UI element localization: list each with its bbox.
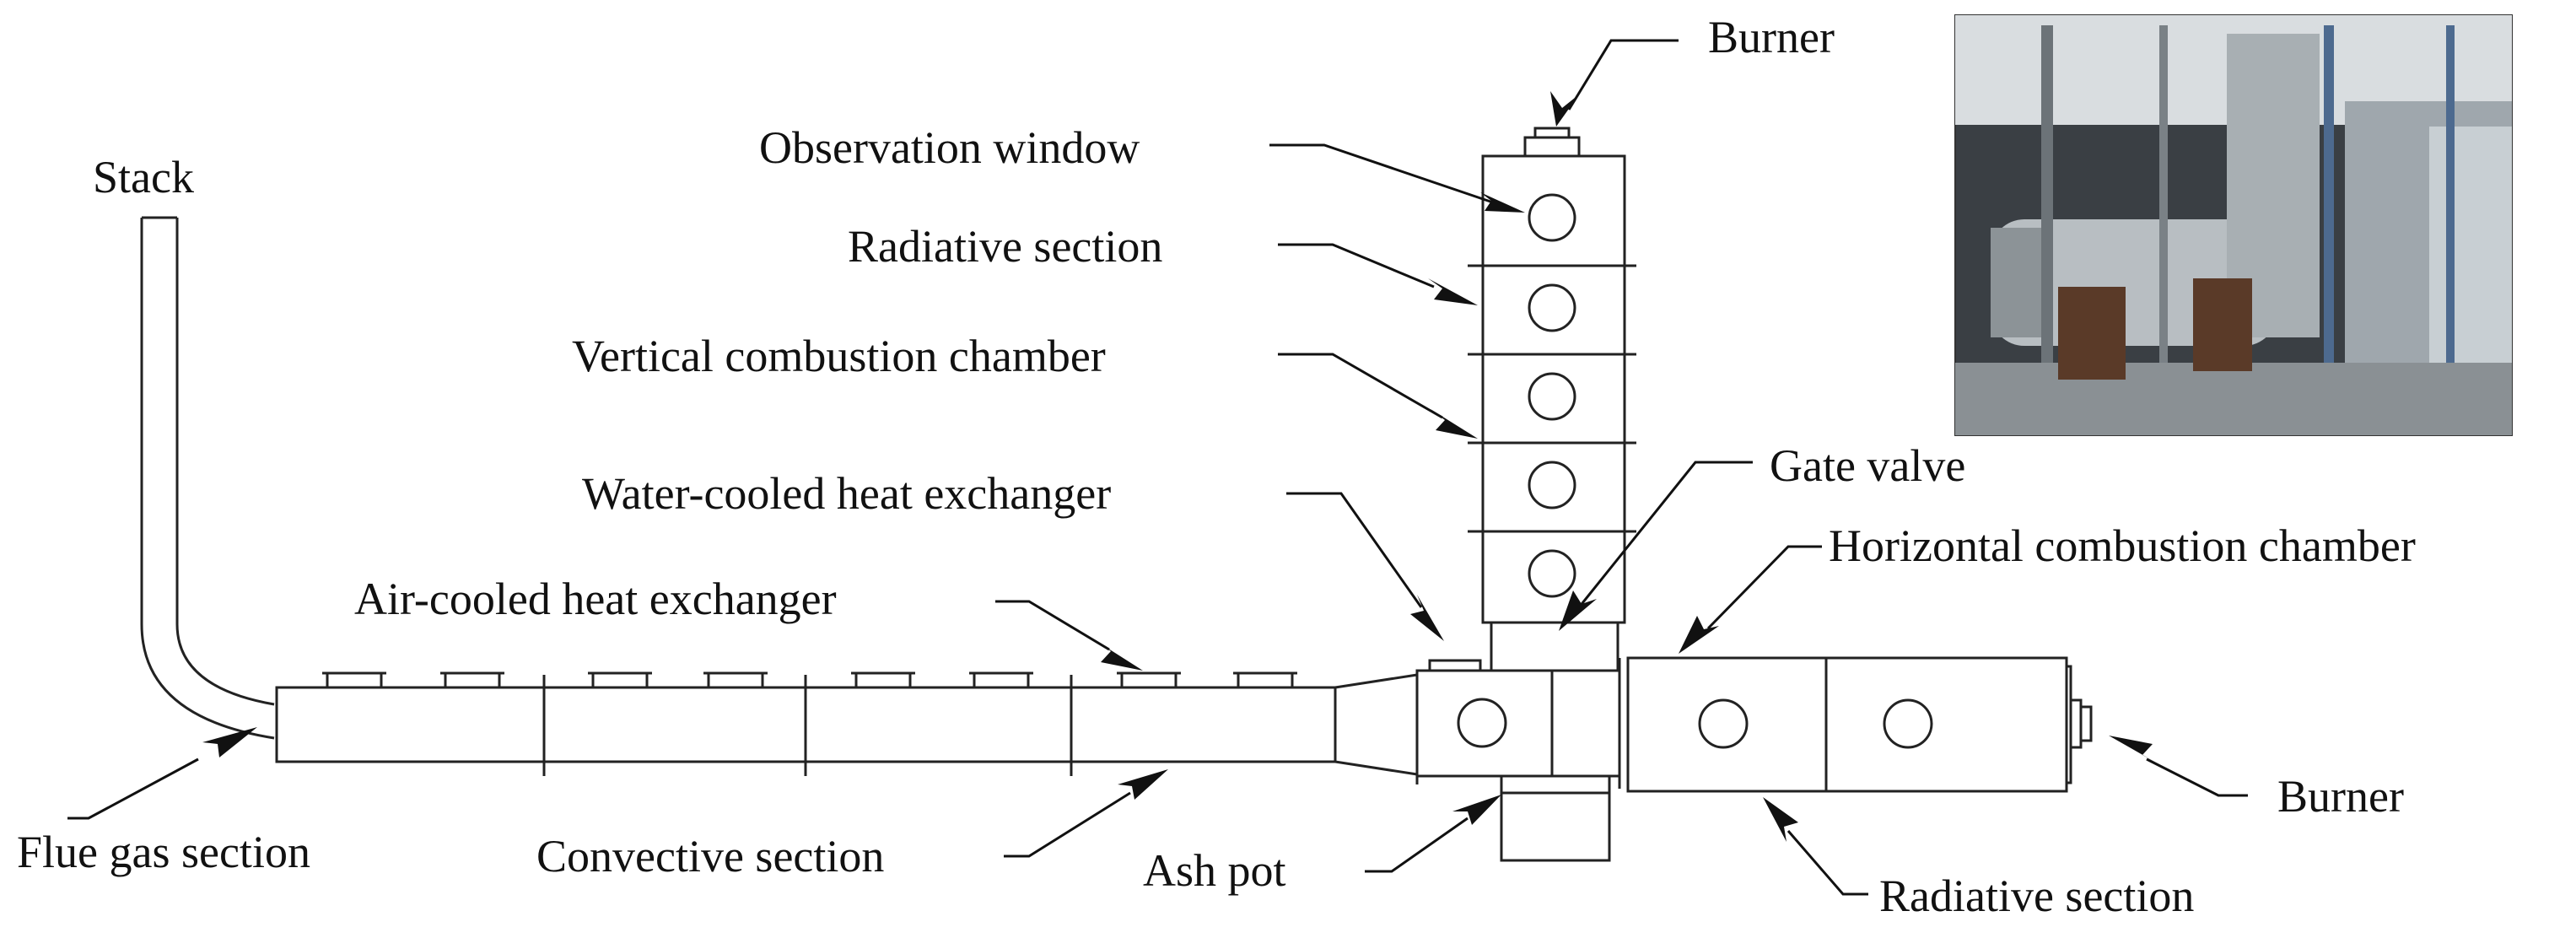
arrow-ash-pot <box>1452 795 1501 825</box>
label-burner-top: Burner <box>1708 12 1835 62</box>
arrow-radiative-horizontal <box>1763 797 1798 842</box>
arrow-flue-gas <box>202 727 257 757</box>
label-vertical-combustion-chamber: Vertical combustion chamber <box>572 331 1106 381</box>
label-ash-pot: Ash pot <box>1143 845 1286 896</box>
top-burner <box>1523 136 1581 158</box>
ash-pot <box>1500 774 1611 862</box>
equipment-photo <box>1954 14 2513 436</box>
label-flue-gas-section: Flue gas section <box>17 827 310 877</box>
arrow-gate-valve <box>1559 590 1597 631</box>
observation-window-1 <box>1528 193 1576 242</box>
label-gate-valve: Gate valve <box>1770 440 1965 491</box>
arrow-convective <box>1118 769 1168 800</box>
air-cooled-nozzles <box>322 671 1297 689</box>
arrow-burner-top <box>1550 91 1579 127</box>
transition-cone <box>1334 673 1418 776</box>
horizontal-window-1 <box>1698 698 1749 749</box>
stack-pipe <box>140 218 275 740</box>
arrow-observation-window <box>1480 192 1525 213</box>
arrow-water-cooled <box>1410 595 1444 641</box>
stack-pipe-inner <box>175 218 275 706</box>
label-convective-section: Convective section <box>536 831 884 881</box>
observation-window-4 <box>1528 461 1576 509</box>
arrow-radiative-vertical <box>1428 278 1478 305</box>
label-observation-window: Observation window <box>759 122 1140 173</box>
label-radiative-section-vertical: Radiative section <box>848 221 1162 272</box>
arrow-vertical-chamber <box>1431 409 1478 439</box>
observation-window-5 <box>1528 549 1576 598</box>
label-radiative-section-horizontal: Radiative section <box>1879 871 2194 921</box>
arrow-horizontal-chamber <box>1679 616 1719 654</box>
observation-window-3 <box>1528 372 1576 421</box>
arrow-burner-right <box>2109 736 2158 763</box>
water-cooled-box <box>1415 669 1554 778</box>
observation-window-2 <box>1528 283 1576 332</box>
gate-valve <box>1490 621 1619 672</box>
horizontal-window-2 <box>1883 698 1933 749</box>
label-burner-right: Burner <box>2277 771 2404 822</box>
arrow-air-cooled <box>1097 641 1143 671</box>
label-air-cooled-heat-exchanger: Air-cooled heat exchanger <box>354 574 837 624</box>
label-water-cooled-heat-exchanger: Water-cooled heat exchanger <box>582 468 1111 519</box>
horizontal-chamber <box>1626 656 2068 793</box>
vertical-chamber <box>1481 154 1626 624</box>
right-burner <box>2069 698 2083 749</box>
label-stack: Stack <box>93 152 194 202</box>
water-cooled-window <box>1457 698 1507 748</box>
gate-valve-body <box>1550 669 1621 778</box>
water-cooled-nozzle <box>1428 659 1482 672</box>
label-horizontal-combustion-chamber: Horizontal combustion chamber <box>1829 520 2416 571</box>
